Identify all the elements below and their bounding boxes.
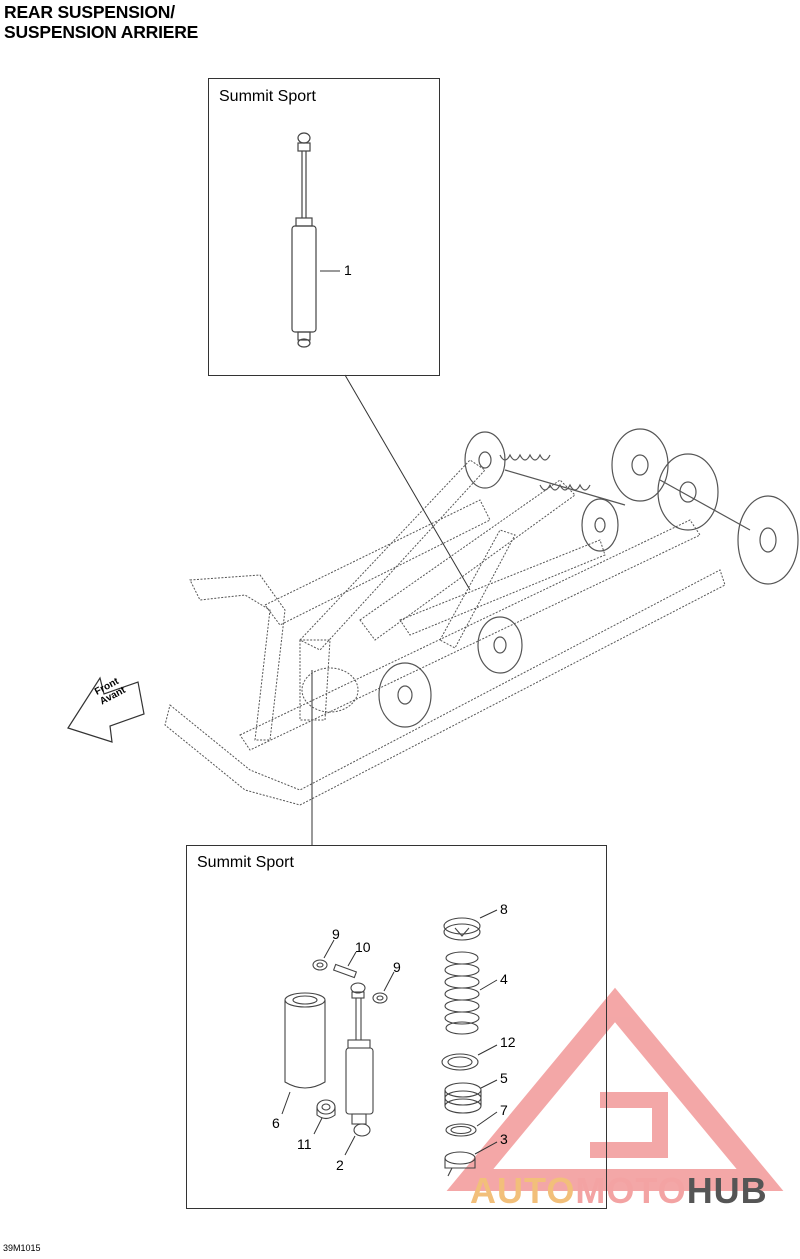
part-3-clip — [444, 1151, 476, 1177]
watermark-moto: MOTO — [575, 1170, 687, 1211]
leader-line-top — [344, 374, 471, 591]
callout-11: 11 — [297, 1136, 312, 1152]
callout-2: 2 — [336, 1157, 344, 1173]
bottom-detail-box: Summit Sport — [186, 845, 607, 1209]
bottom-box-label: Summit Sport — [197, 854, 294, 871]
part-12-ring — [441, 1053, 479, 1071]
watermark-auto: AUTO — [470, 1170, 576, 1211]
title-line-2: SUSPENSION ARRIERE — [4, 22, 199, 42]
part-10-sleeve — [332, 963, 358, 979]
callout-9b: 9 — [393, 959, 401, 975]
callout-10: 10 — [355, 939, 371, 955]
part-9-bushing-b — [372, 992, 388, 1004]
callout-12: 12 — [500, 1034, 516, 1050]
part-6-protector — [284, 992, 326, 1089]
part-11-bushing — [316, 1099, 336, 1120]
watermark-hub: HUB — [686, 1170, 768, 1211]
callout-3: 3 — [500, 1131, 508, 1147]
front-direction-arrow-icon — [67, 676, 145, 743]
part-2-shock-absorber — [345, 982, 374, 1137]
part-5-adjuster — [444, 1082, 482, 1114]
rear-suspension-frame — [164, 459, 726, 806]
watermark-text: AUTOMOTOHUB — [470, 1170, 768, 1212]
callout-7: 7 — [500, 1102, 508, 1118]
shock-absorber-part-1 — [291, 132, 317, 348]
part-8-spring-stopper — [443, 917, 481, 941]
part-9-bushing-a — [312, 959, 328, 971]
part-4-coil-spring — [444, 951, 480, 1035]
document-id: 39M1015 — [3, 1243, 41, 1253]
page-title: REAR SUSPENSION/ SUSPENSION ARRIERE — [4, 2, 198, 42]
callout-1: 1 — [344, 262, 352, 278]
part-7-washer — [445, 1123, 477, 1137]
callout-6: 6 — [272, 1115, 280, 1131]
callout-4: 4 — [500, 971, 508, 987]
top-box-label: Summit Sport — [219, 88, 316, 105]
watermark-logo-icon — [446, 987, 784, 1191]
callout-5: 5 — [500, 1070, 508, 1086]
top-detail-box: Summit Sport — [208, 78, 440, 376]
title-line-1: REAR SUSPENSION/ — [4, 2, 175, 22]
rear-suspension-wheels — [378, 428, 799, 728]
callout-8: 8 — [500, 901, 508, 917]
callout-9a: 9 — [332, 926, 340, 942]
